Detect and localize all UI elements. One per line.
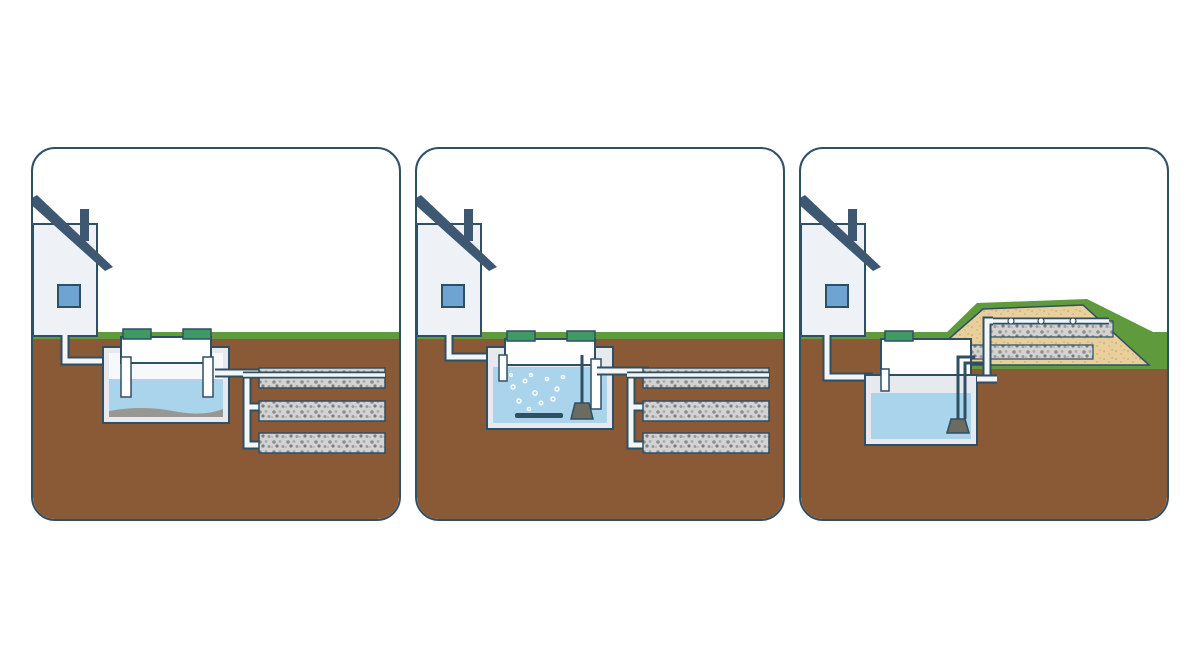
panel-aerobic-treatment: [415, 147, 785, 521]
air-bubbles-icon: [508, 372, 566, 412]
panel-conventional-septic: [31, 147, 401, 521]
pump-icon: [570, 402, 594, 420]
window-icon: [825, 284, 849, 308]
window-icon: [57, 284, 81, 308]
tank-lid-icon: [566, 330, 596, 342]
septic-tank: [102, 328, 230, 424]
outlet-baffle: [202, 356, 214, 398]
mound-system-diagram: [801, 195, 1167, 519]
aerobic-treatment-diagram: [417, 195, 783, 519]
tank-lid-icon: [884, 330, 914, 342]
tank-lid-icon: [122, 328, 152, 340]
panel-mound-system: [799, 147, 1169, 521]
conventional-septic-diagram: [33, 195, 399, 519]
tank-lid-icon: [182, 328, 212, 340]
inlet-baffle: [120, 356, 132, 398]
gravel-trenches: [627, 367, 770, 454]
sludge-layer: [109, 408, 223, 417]
inlet-pipe: [822, 335, 873, 382]
gravel-trenches: [243, 367, 386, 454]
diffuser-bar: [515, 413, 563, 418]
tank-lid-icon: [506, 330, 536, 342]
window-icon: [441, 284, 465, 308]
grass-strip: [33, 332, 399, 339]
pump-icon: [946, 418, 970, 434]
house: [801, 195, 881, 337]
pump-tank: [864, 330, 987, 446]
pressure-pipe: [977, 316, 997, 384]
aerobic-tank: [486, 330, 614, 430]
inlet-pipe: [444, 335, 503, 362]
house: [33, 195, 113, 337]
grass-strip: [417, 332, 783, 339]
house: [417, 195, 497, 337]
